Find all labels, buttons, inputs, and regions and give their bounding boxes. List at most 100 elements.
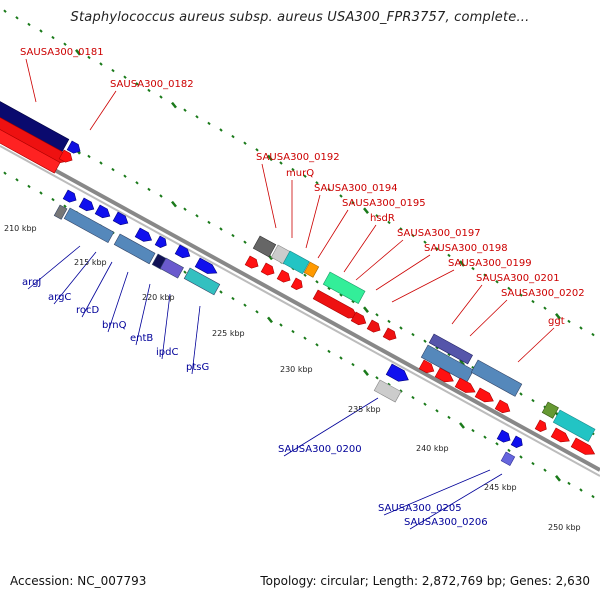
tick-dot <box>51 197 55 202</box>
genome-backbone <box>0 138 600 477</box>
tick-dot <box>39 191 43 195</box>
tick-dot <box>243 303 247 307</box>
tick-dot <box>363 306 369 313</box>
tick-dot <box>399 389 403 393</box>
tick-dot <box>135 82 139 86</box>
tick-dot <box>435 346 439 350</box>
reverse-cds-arrow <box>174 244 191 259</box>
leader-line <box>53 251 97 305</box>
leader-line <box>89 90 117 131</box>
reverse-cds-arrow <box>94 204 111 219</box>
tick-dot <box>315 181 319 185</box>
tick-dot <box>459 422 465 429</box>
cds-block <box>159 257 184 279</box>
gene-label: rocD <box>76 305 100 316</box>
tick-dot <box>267 316 273 324</box>
tick-dot <box>579 488 583 492</box>
backbone-line-inner <box>0 145 600 477</box>
tick-dot <box>243 141 247 145</box>
cds-block <box>282 250 310 275</box>
leader-line <box>107 271 129 333</box>
gene-label: murQ <box>286 168 314 179</box>
gene-label: argC <box>48 292 71 303</box>
leader-line <box>283 397 379 457</box>
tick-dot <box>531 461 535 466</box>
cds-block <box>113 233 156 265</box>
cds-block <box>500 451 516 466</box>
forward-cds-band <box>0 123 61 174</box>
cds-block <box>303 261 320 278</box>
tick-dot <box>555 475 561 482</box>
cds-block <box>63 207 115 244</box>
gene-label: ggt <box>548 316 565 327</box>
tick-dot <box>255 310 259 314</box>
forward-cds-arrow <box>550 427 570 443</box>
gene-label: SAUSA300_0194 <box>314 183 398 194</box>
cds-block <box>252 235 277 258</box>
tick-dot <box>279 323 283 327</box>
leader-line <box>517 327 555 363</box>
tick-label: 250 kbp <box>548 523 581 532</box>
leader-line <box>261 163 277 229</box>
tick-dot <box>3 171 7 175</box>
tick-dot <box>459 260 465 267</box>
tick-dot <box>195 115 199 119</box>
tick-dot <box>183 207 187 211</box>
tick-dot <box>27 184 31 189</box>
tick-dot <box>495 280 499 284</box>
backbone-line-outer <box>0 138 600 472</box>
gene-label: SAUSA300_0192 <box>256 152 340 163</box>
tick-dot <box>567 319 571 324</box>
forward-cds-arrow <box>494 399 511 414</box>
forward-cds-arrow <box>260 262 275 276</box>
tick-dot <box>315 280 319 284</box>
forward-cds-arrow <box>244 255 259 269</box>
cds-block <box>420 344 474 383</box>
tick-dot <box>111 167 115 172</box>
tick-dot <box>207 121 211 126</box>
tick-dot <box>447 415 451 420</box>
forward-cds-arrow <box>418 359 435 374</box>
map-title: Staphylococcus aureus subsp. aureus USA3… <box>70 10 530 25</box>
gene-label: SAUSA300_0198 <box>424 243 508 254</box>
forward-cds-arrow <box>290 277 303 290</box>
forward-cds-arrow <box>454 377 476 393</box>
forward-cds-arrow <box>350 311 367 326</box>
tick-dot <box>15 16 19 20</box>
tick-dot <box>519 455 523 459</box>
tick-dot <box>303 273 307 277</box>
tick-dot <box>171 200 177 208</box>
leader-line <box>355 239 404 281</box>
gene-label: SAUSA300_0197 <box>397 228 481 239</box>
tick-dot <box>351 362 355 367</box>
reverse-cds-arrow <box>134 227 153 242</box>
forward-cds-arrow <box>276 269 291 283</box>
tick-dot <box>375 313 379 317</box>
tick-dot <box>387 220 391 225</box>
forward-cds-arrow <box>474 387 494 403</box>
gene-label: ipdC <box>156 347 178 358</box>
reverse-cds-arrow <box>385 363 409 382</box>
cds-block <box>322 271 366 304</box>
tick-dot <box>543 468 547 472</box>
tick-dot <box>159 95 163 99</box>
tick-label: 220 kbp <box>142 293 175 302</box>
feature-blocks <box>0 95 596 466</box>
tick-dot <box>291 167 295 172</box>
leader-line <box>383 469 491 516</box>
cds-block <box>428 333 473 365</box>
tick-dot <box>219 128 223 132</box>
tick-label: 230 kbp <box>280 365 313 374</box>
tick-dot <box>483 435 487 439</box>
leader-line <box>317 209 349 259</box>
tick-dot <box>423 240 427 244</box>
cds-block <box>373 379 402 403</box>
tick-dot <box>519 293 523 297</box>
tick-dot <box>27 22 31 27</box>
gene-label: brnQ <box>102 320 127 331</box>
reverse-cds-arrow <box>154 235 167 248</box>
tick-dot <box>87 55 91 60</box>
tick-dot <box>435 247 439 251</box>
